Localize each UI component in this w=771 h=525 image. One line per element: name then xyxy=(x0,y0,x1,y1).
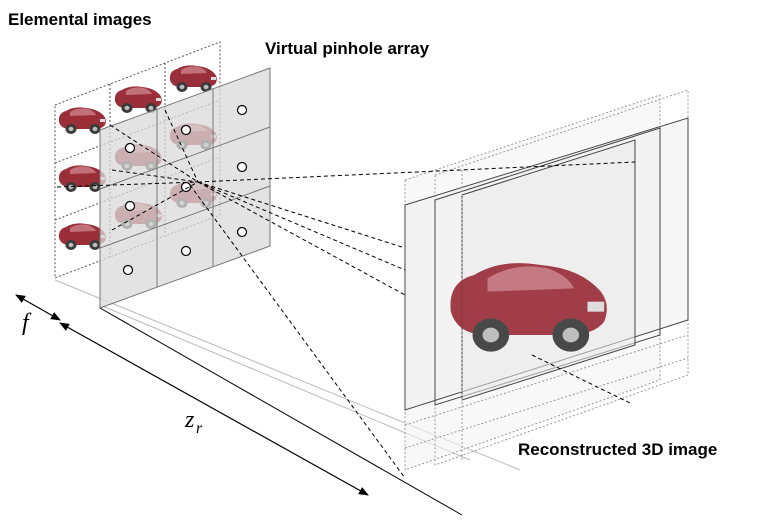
pinhole-circle-icon xyxy=(180,124,192,136)
pinhole-circle-icon xyxy=(236,104,248,116)
projection-rays xyxy=(56,109,636,479)
pinholes xyxy=(122,104,248,276)
pinhole-circle-icon xyxy=(124,200,136,212)
reconstructed-3d-image-label: Reconstructed 3D image xyxy=(518,440,717,459)
pinhole-circle-icon xyxy=(180,181,192,193)
distance-subscript: r xyxy=(196,420,203,437)
virtual-pinhole-array-label: Virtual pinhole array xyxy=(265,39,430,58)
pinhole-circle-icon xyxy=(236,161,248,173)
distance-label: z xyxy=(184,407,195,433)
pinhole-circle-icon xyxy=(236,226,248,238)
dimension-arrows xyxy=(15,294,463,516)
elemental-images-label: Elemental images xyxy=(8,10,152,29)
pinhole-circle-icon xyxy=(122,264,134,276)
focal-length-label: f xyxy=(22,310,32,336)
pinhole-circle-icon xyxy=(124,142,136,154)
pinhole-circle-icon xyxy=(180,245,192,257)
